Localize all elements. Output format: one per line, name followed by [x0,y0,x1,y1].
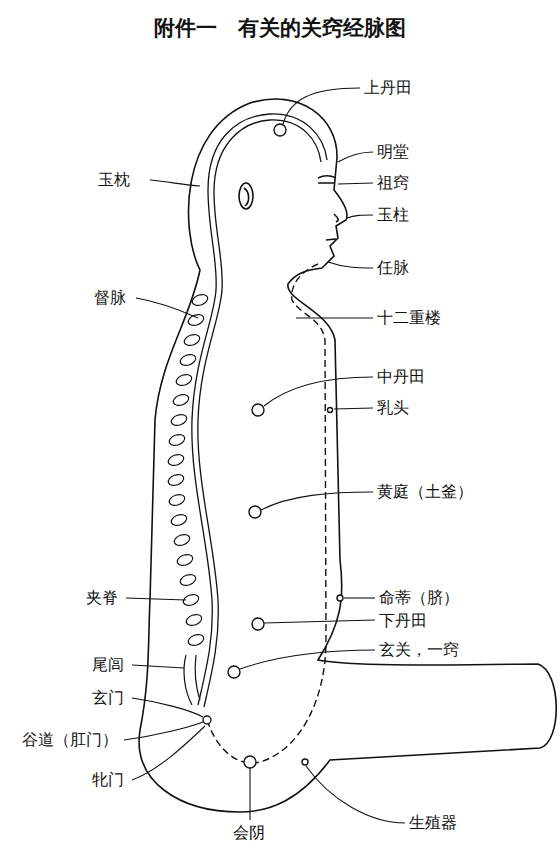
point-label: 乳头 [375,399,411,417]
point-label: 下丹田 [377,612,429,630]
diagram-title: 附件一 有关的关窍经脉图 [0,14,560,42]
point-label: 玉柱 [375,206,411,224]
point-label: 祖窍 [375,174,411,192]
point-label: 玉枕 [96,171,132,189]
acupoint-circles [203,124,343,768]
point-label: 生殖器 [407,814,459,832]
leader-lines [124,88,405,823]
mouth [326,239,336,240]
point-label: 命蒂（脐） [377,589,461,607]
spine [167,293,209,705]
point-label: 十二重楼 [375,309,443,327]
point-label: 中丹田 [375,368,427,386]
point-label: 玄关，一窍 [377,641,461,659]
ren-channel [208,264,326,763]
point-label: 任脉 [375,259,411,277]
du-channel [192,114,327,707]
point-label: 玄门 [90,689,126,707]
eye [318,176,336,183]
point-label: 黄庭（土釜） [375,483,475,501]
ear-inner [244,188,249,206]
point-label: 督脉 [92,289,128,307]
nostril [334,214,338,222]
point-label: 上丹田 [362,79,414,97]
point-label: 牝门 [90,771,126,789]
point-label: 明堂 [375,143,411,161]
body-outline [139,99,556,812]
ear [239,183,253,209]
point-label: 尾闾 [90,656,126,674]
point-label: 谷道（肛门） [20,731,120,749]
point-label: 夹脊 [84,589,120,607]
point-label: 会阴 [231,824,267,842]
